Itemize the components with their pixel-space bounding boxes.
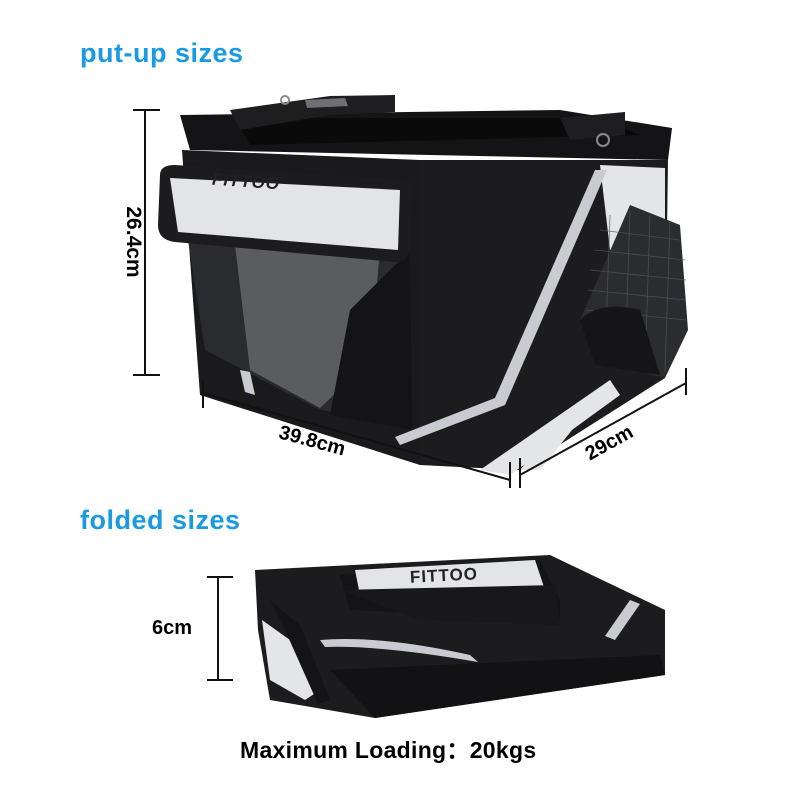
maximum-loading-text: Maximum Loading：20kgs xyxy=(240,731,536,765)
bag-body xyxy=(158,95,688,475)
length-dimension-line xyxy=(202,380,511,488)
height-dimension-line xyxy=(133,109,160,376)
folded-sizes-heading: folded sizes xyxy=(80,505,241,535)
maximum-loading-value: 20kgs xyxy=(469,737,537,763)
putup-sizes-heading: put-up sizes xyxy=(80,38,244,68)
maximum-loading-label: Maximum Loading： xyxy=(240,737,470,763)
brand-logo-folded: FITTOO xyxy=(409,564,479,587)
folded-dimension-line xyxy=(207,576,233,681)
width-dimension-line xyxy=(519,368,687,488)
folded-thickness-label: 6cm xyxy=(152,617,193,639)
folded-bag xyxy=(255,555,665,718)
